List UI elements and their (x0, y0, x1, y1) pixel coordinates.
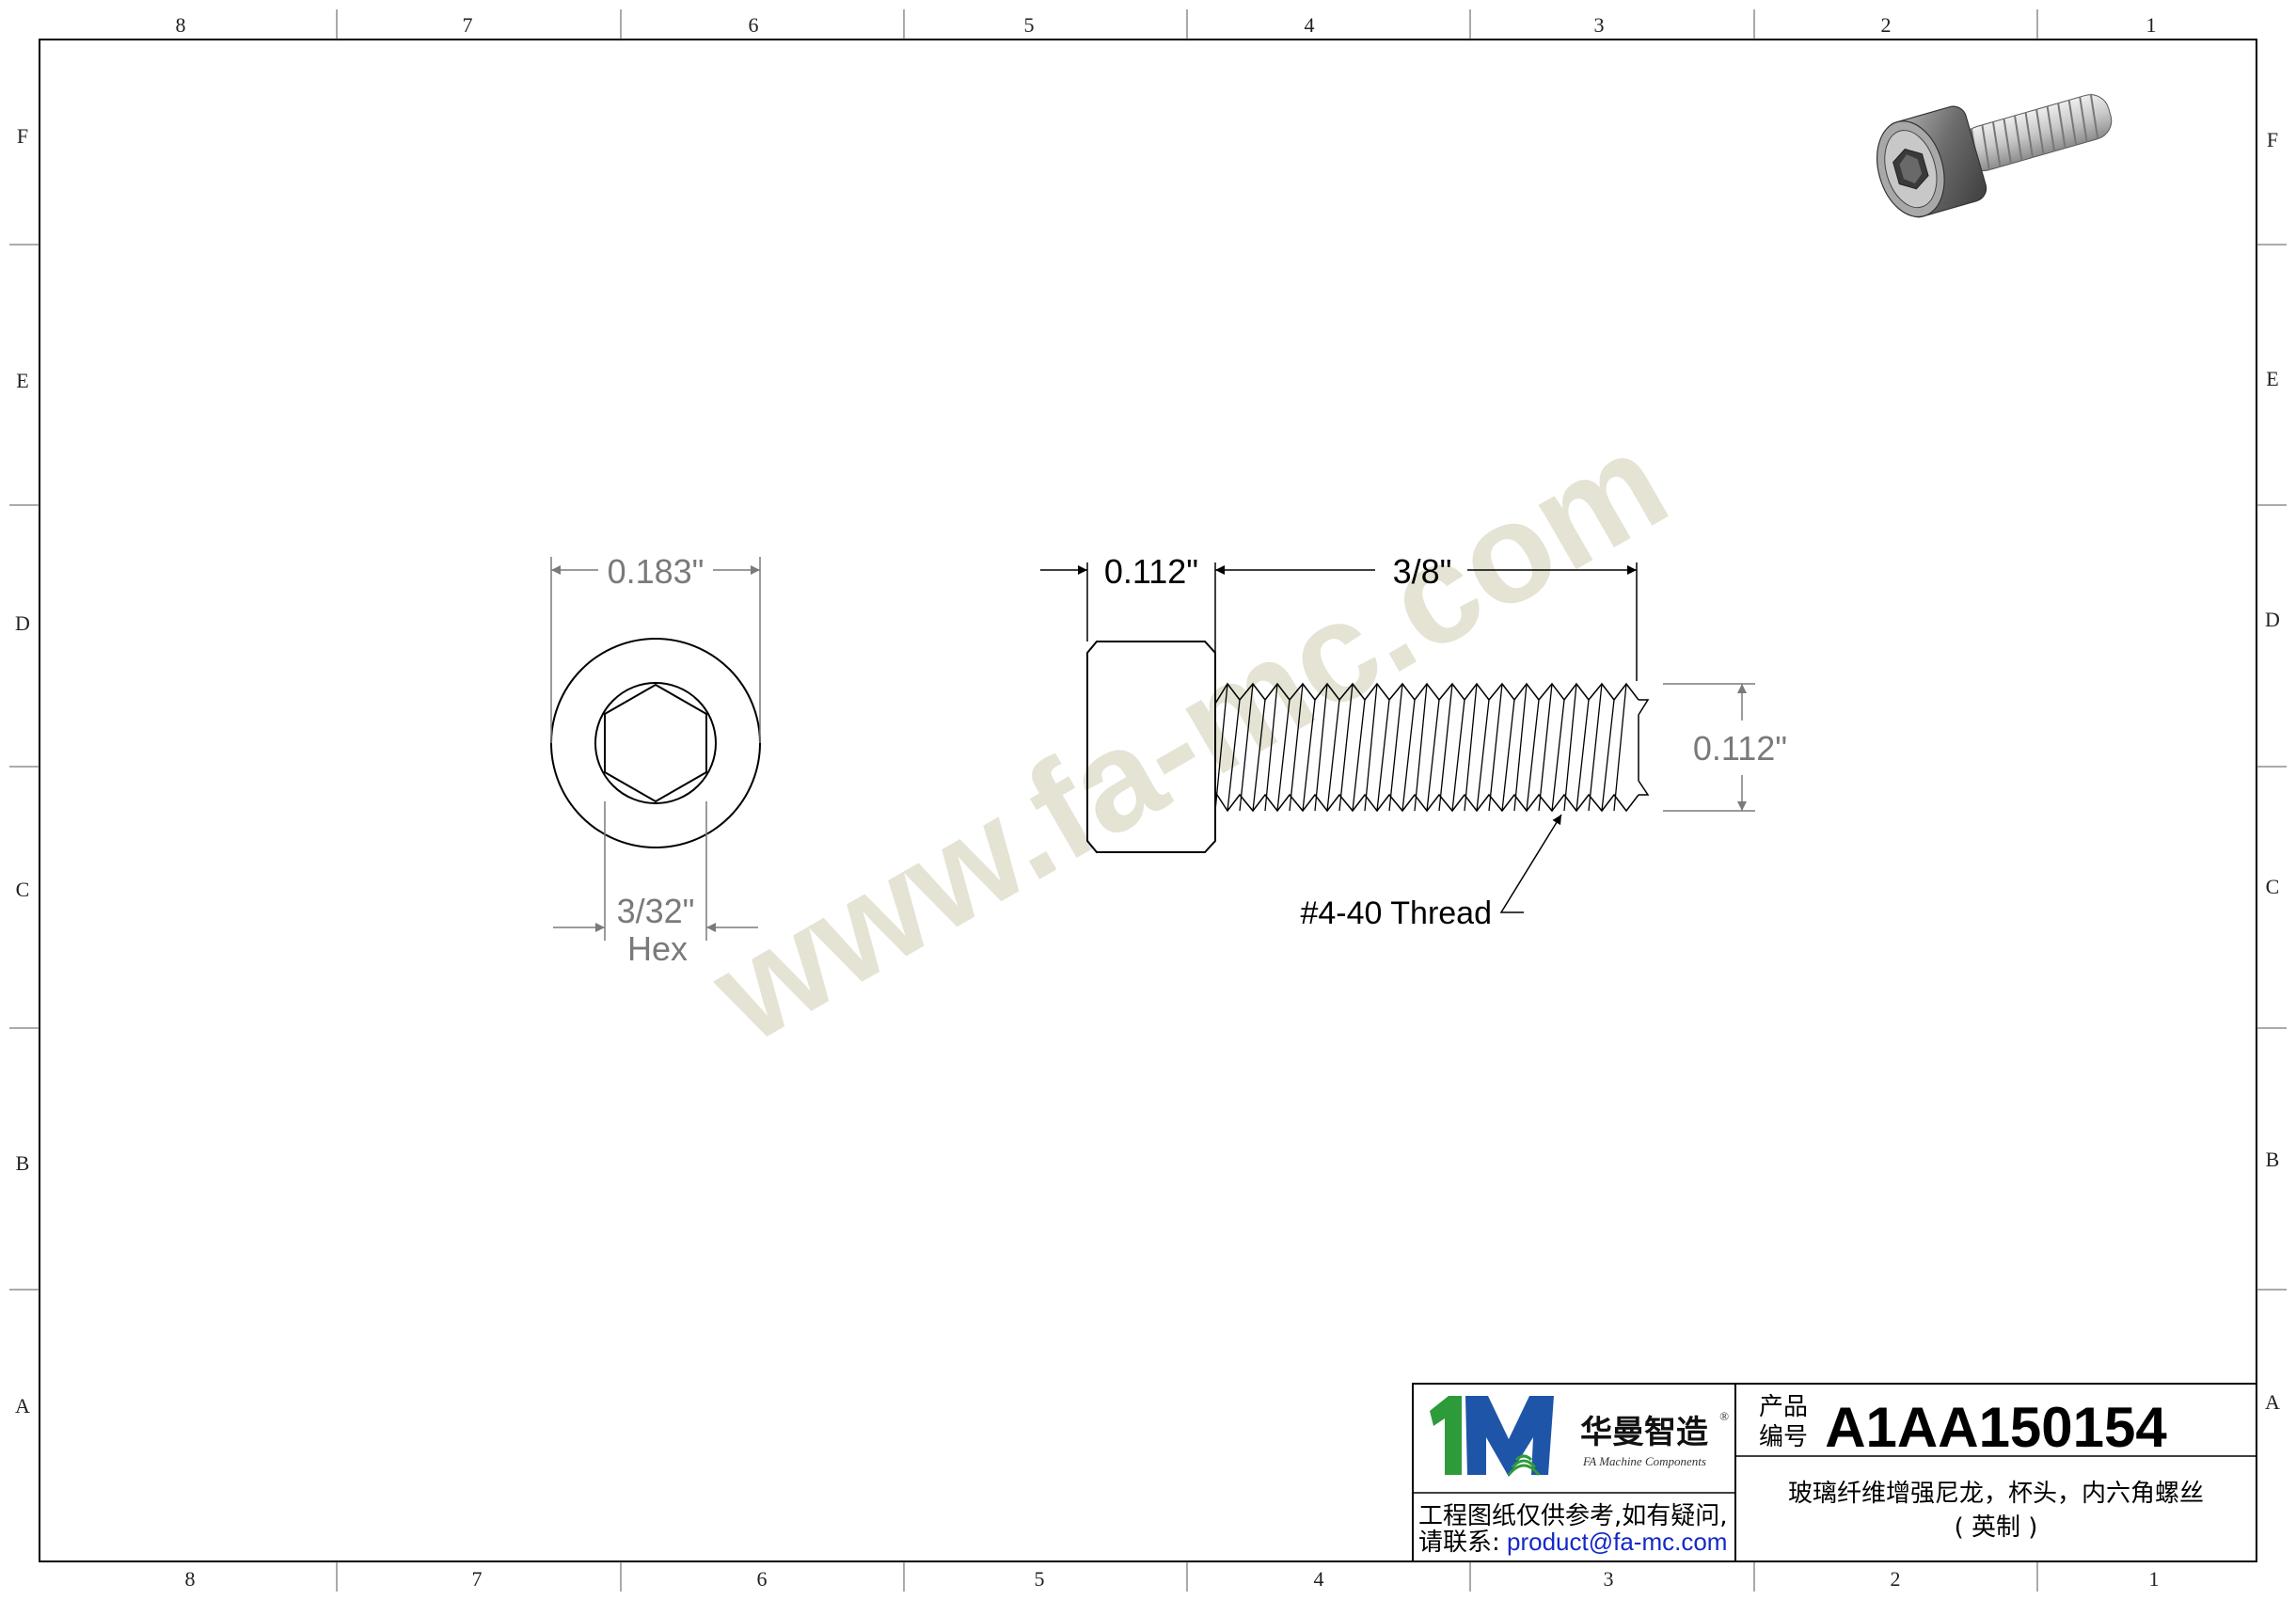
col-label-top: 3 (1594, 13, 1605, 37)
head-height-dimension: 0.112" (1104, 552, 1198, 591)
col-label-bottom: 3 (1604, 1567, 1614, 1591)
side-view: 0.112" 3/8" 0.112" #4-40 Thread (1040, 552, 1787, 931)
row-label-right: C (2266, 875, 2280, 898)
part-number-label: 编号 (1759, 1423, 1808, 1451)
zone-ticks (9, 9, 2287, 1592)
row-label-right: A (2265, 1390, 2280, 1414)
registered-mark: ® (1719, 1409, 1729, 1423)
col-label-top: 5 (1024, 13, 1035, 37)
row-label-left: A (15, 1394, 30, 1418)
zone-labels: 8 7 6 5 4 3 2 1 8 7 6 5 4 3 2 1 F E D C … (15, 13, 2280, 1591)
col-label-top: 4 (1305, 13, 1315, 37)
contact-label: 请联系: (1418, 1529, 1500, 1557)
length-dimension: 3/8" (1393, 552, 1452, 591)
col-label-bottom: 4 (1314, 1567, 1324, 1591)
row-label-left: C (16, 878, 30, 901)
col-label-top: 1 (2146, 13, 2157, 37)
front-view: 0.183" 3/32" Hex (550, 552, 761, 968)
title-block: 华曼智造 ® FA Machine Components 工程图纸仅供参考,如有… (1412, 1383, 2257, 1562)
col-label-bottom: 5 (1035, 1567, 1045, 1591)
col-label-bottom: 1 (2149, 1567, 2160, 1591)
col-label-top: 2 (1881, 13, 1892, 37)
part-number: A1AA150154 (1825, 1396, 2167, 1459)
hex-size-dimension: 3/32" (617, 892, 695, 930)
col-label-top: 6 (749, 13, 759, 37)
part-description-unit: ( 英制 ) (1955, 1513, 2038, 1542)
col-label-bottom: 2 (1891, 1567, 1901, 1591)
row-label-left: E (16, 369, 28, 392)
col-label-top: 8 (176, 13, 186, 37)
screw-head-outline (1086, 641, 1216, 853)
company-logo: 华曼智造 ® FA Machine Components (1421, 1392, 1729, 1486)
col-label-top: 7 (463, 13, 473, 37)
brand-name-cn: 华曼智造 (1580, 1414, 1708, 1451)
hex-socket (604, 683, 707, 803)
row-label-right: B (2266, 1148, 2280, 1171)
head-diameter-dimension: 0.183" (608, 552, 705, 591)
thread-leader-line (1499, 814, 1562, 913)
thread-helix-lines (1214, 683, 1627, 812)
part-number-label: 产品 (1759, 1393, 1808, 1421)
contact-email-link[interactable]: product@fa-mc.com (1507, 1528, 1727, 1556)
hex-size-label: Hex (627, 929, 688, 968)
screw-tip (1638, 699, 1650, 796)
row-label-left: B (16, 1151, 30, 1175)
row-label-left: F (17, 124, 28, 148)
socket-circle (594, 682, 717, 804)
isometric-screw-image (1876, 93, 2113, 218)
head-outline-circle (550, 638, 761, 848)
disclaimer-text: 工程图纸仅供参考,如有疑问, (1418, 1502, 1728, 1530)
brand-name-en: FA Machine Components (1582, 1454, 1706, 1468)
part-description: 玻璃纤维增强尼龙，杯头，内六角螺丝 (1788, 1480, 2204, 1508)
col-label-bottom: 8 (185, 1567, 196, 1591)
drawing-frame (39, 39, 2257, 1562)
row-label-right: D (2265, 608, 2280, 631)
col-label-bottom: 7 (472, 1567, 483, 1591)
watermark: www.fa-mc.com (686, 401, 1691, 1072)
col-label-bottom: 6 (757, 1567, 768, 1591)
row-label-right: E (2266, 367, 2278, 390)
thread-diameter-dimension: 0.112" (1693, 729, 1787, 768)
row-label-left: D (15, 611, 30, 635)
row-label-right: F (2267, 128, 2278, 151)
thread-callout: #4-40 Thread (1300, 895, 1492, 931)
